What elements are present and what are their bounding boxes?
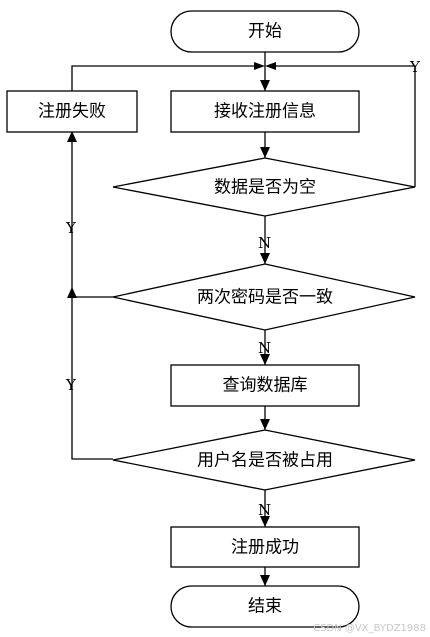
- edge-label-empty-no: N: [258, 234, 271, 252]
- node-start: 开始: [170, 10, 360, 53]
- node-query-db: 查询数据库: [170, 364, 360, 407]
- edge-label-password-yes: Y: [65, 219, 77, 237]
- arrowhead-check-username: [260, 419, 270, 430]
- arrowhead-success: [260, 516, 270, 527]
- node-fail: 注册失败: [6, 90, 138, 133]
- arrowhead-query-db: [260, 354, 270, 365]
- arrowhead-check-password: [260, 253, 270, 264]
- arrowhead-end: [260, 575, 270, 586]
- edge-label-empty-yes: Y: [409, 58, 421, 76]
- edge-fail-to-receive: [71, 65, 254, 91]
- edge-check-empty-yes: [276, 65, 416, 187]
- node-end: 结束: [170, 585, 360, 628]
- arrowhead-join-right: [254, 62, 265, 70]
- node-check-username-label: 用户名是否被占用: [197, 451, 333, 471]
- node-check-password: 两次密码是否一致: [112, 263, 416, 331]
- edge-label-username-no: N: [258, 501, 271, 519]
- watermark-text: CSDN @VX_BYDZ1988: [313, 623, 426, 634]
- edge-check-password-yes: [71, 141, 113, 298]
- arrowhead-receive: [260, 80, 270, 91]
- node-start-label: 开始: [248, 22, 282, 42]
- node-fail-label: 注册失败: [38, 102, 106, 122]
- node-check-empty: 数据是否为空: [112, 157, 416, 217]
- node-check-password-label: 两次密码是否一致: [197, 288, 333, 308]
- arrowhead-password-join: [67, 287, 77, 298]
- node-end-label: 结束: [248, 597, 282, 617]
- arrowhead-check-empty: [260, 147, 270, 158]
- edge-label-username-yes: Y: [65, 376, 77, 394]
- node-receive: 接收注册信息: [170, 90, 360, 133]
- arrowhead-fail: [67, 131, 77, 142]
- node-check-username: 用户名是否被占用: [112, 429, 416, 491]
- node-success-label: 注册成功: [231, 538, 299, 558]
- edge-label-password-no: N: [258, 339, 271, 357]
- node-success: 注册成功: [170, 526, 360, 568]
- node-query-db-label: 查询数据库: [223, 376, 308, 396]
- arrowhead-join-left: [265, 62, 276, 70]
- node-check-empty-label: 数据是否为空: [214, 178, 316, 198]
- edge-check-username-yes: [71, 295, 113, 460]
- node-receive-label: 接收注册信息: [214, 102, 316, 122]
